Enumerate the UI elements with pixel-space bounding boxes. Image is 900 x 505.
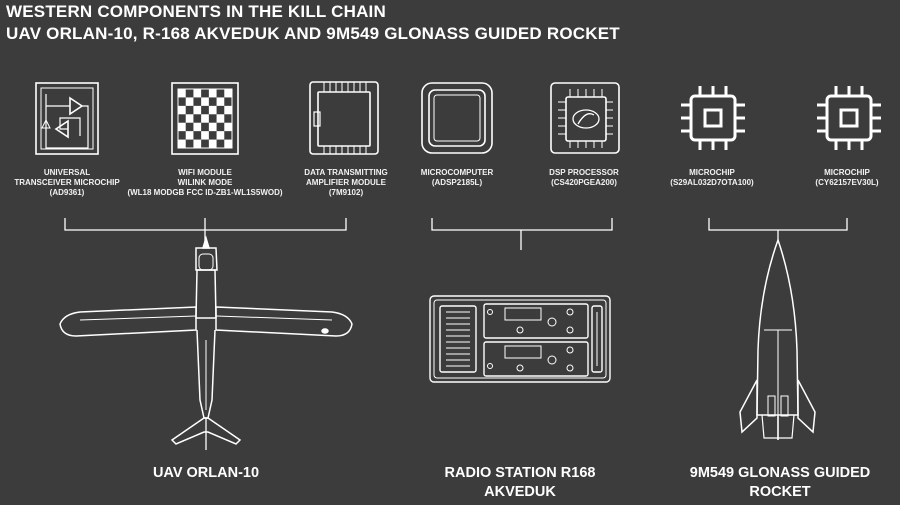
microcomputer-chip-icon xyxy=(421,82,493,154)
transceiver-circuit-icon xyxy=(35,82,99,155)
component-label-microcomputer: MICROCOMPUTER(ADSP2185L) xyxy=(420,168,494,187)
microchip-icon xyxy=(681,86,745,150)
component-label-microchip-1: MICROCHIP(S29AL032D7OTA100) xyxy=(670,168,754,187)
component-label-microchip-2: MICROCHIP(CY62157EV30L) xyxy=(815,168,879,187)
title-line-2: UAV ORLAN-10, R-168 AKVEDUK AND 9M549 GL… xyxy=(6,24,620,43)
microchip-icon xyxy=(817,86,881,150)
radio-station-icon xyxy=(429,295,611,383)
uav-drone-icon xyxy=(59,235,353,450)
title-line-1: WESTERN COMPONENTS IN THE KILL CHAIN xyxy=(6,2,386,21)
component-label-dsp: DSP PROCESSOR(CS420PGEA200) xyxy=(549,168,619,187)
rocket-icon xyxy=(739,237,816,440)
amplifier-module-icon xyxy=(309,81,379,155)
connector-brackets xyxy=(64,218,848,250)
wifi-module-chip-icon xyxy=(171,82,239,155)
system-label-uav: UAV ORLAN-10 xyxy=(152,465,260,481)
dsp-processor-icon xyxy=(550,82,620,154)
